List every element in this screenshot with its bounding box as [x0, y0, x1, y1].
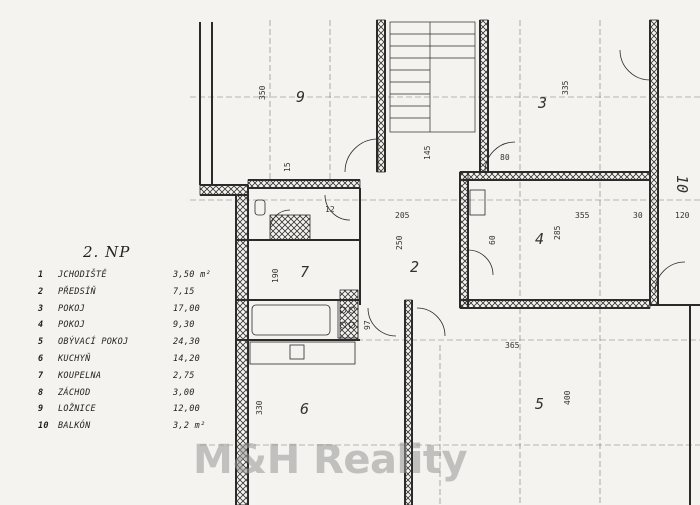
legend-area: 24,30	[173, 337, 201, 348]
dimension-label: 350	[258, 85, 267, 100]
legend-area: 14,20	[173, 354, 201, 364]
legend-num: 6	[38, 354, 44, 364]
dimension-label: 335	[561, 80, 570, 95]
legend-num: 4	[38, 320, 44, 331]
legend-name: KOUPELNA	[58, 370, 102, 381]
legend-name: POKOJ	[58, 303, 86, 314]
dimension-label: 12	[325, 205, 335, 214]
legend-row: 9 LOŽNICE 12,00	[38, 404, 228, 418]
legend-row: 2 PŘEDSÍŇ 7,15	[38, 287, 228, 301]
room-number-4: 4	[535, 230, 544, 248]
room-number-7: 7	[300, 263, 309, 281]
hatched-walls	[199, 19, 659, 505]
legend-row: 8 ZÁCHOD 3,00	[38, 388, 228, 402]
staircase	[389, 21, 476, 133]
dimension-label: 80	[500, 153, 510, 162]
dimension-label: 285	[553, 225, 562, 240]
fixtures	[249, 189, 486, 365]
legend-num: 9	[38, 404, 44, 415]
room-number-5: 5	[535, 395, 544, 413]
legend-title: 2. NP	[83, 243, 131, 261]
legend-name: KUCHYŇ	[58, 354, 91, 364]
legend-num: 3	[38, 303, 44, 314]
legend-name: BALKÓN	[58, 421, 91, 432]
legend-row: 5 OBÝVACÍ POKOJ 24,30	[38, 337, 228, 351]
dimension-label: 400	[563, 390, 572, 405]
dimension-label: 60	[488, 235, 497, 245]
legend-num: 5	[38, 337, 44, 348]
legend-row: 10 BALKÓN 3,2 m²	[38, 421, 228, 435]
legend-name: PŘEDSÍŇ	[58, 286, 96, 297]
legend-num: 8	[38, 387, 44, 398]
legend-name: ZÁCHOD	[58, 387, 91, 398]
dimension-label: 365	[505, 341, 520, 350]
dimension-label: 190	[271, 268, 280, 283]
legend-name: OBÝVACÍ POKOJ	[58, 337, 129, 348]
dimension-label: 97	[363, 320, 372, 330]
dimension-label: 250	[395, 235, 404, 250]
dimension-label: 145	[423, 145, 432, 160]
legend-area: 2,75	[173, 370, 195, 381]
dimension-label: 120	[675, 211, 690, 220]
legend-area: 7,15	[173, 286, 195, 297]
dimension-label: 355	[575, 211, 590, 220]
room-number-2: 2	[410, 258, 419, 276]
legend-name: LOŽNICE	[58, 404, 96, 415]
legend-area: 3,00	[173, 387, 195, 398]
legend-row: 3 POKOJ 17,00	[38, 304, 228, 318]
dimension-label: 205	[395, 211, 410, 220]
legend-name: JCHODIŠTĚ	[58, 270, 107, 280]
watermark: M&H Reality	[193, 437, 468, 483]
legend-area: 9,30	[173, 320, 195, 331]
door-swings	[269, 49, 686, 337]
dimension-label: 30	[633, 211, 643, 220]
legend-num: 10	[38, 421, 49, 432]
legend-name: POKOJ	[58, 320, 86, 331]
walls	[199, 20, 700, 505]
legend-row: 6 KUCHYŇ 14,20	[38, 354, 228, 368]
legend-num: 2	[38, 286, 44, 297]
legend-num: 7	[38, 370, 44, 381]
legend-area: 3,2 m²	[173, 421, 206, 432]
room-number-6: 6	[300, 400, 309, 418]
room-number-10: 10	[673, 175, 691, 193]
legend-area: 3,50 m²	[173, 270, 211, 280]
legend-area: 17,00	[173, 303, 201, 314]
room-number-9: 9	[296, 88, 305, 106]
dimension-labels: 350 335 205 250 355 285 190 365 400 330 …	[255, 80, 690, 415]
legend-row: 1 JCHODIŠTĚ 3,50 m²	[38, 270, 228, 284]
legend-row: 7 KOUPELNA 2,75	[38, 371, 228, 385]
legend-area: 12,00	[173, 404, 201, 415]
room-numbers: 9 3 10 2 4 7 6 5	[296, 88, 691, 418]
legend-num: 1	[38, 270, 44, 280]
room-number-3: 3	[537, 94, 547, 112]
dimension-label: 330	[255, 400, 264, 415]
dimension-label: 15	[283, 162, 292, 172]
legend-row: 4 POKOJ 9,30	[38, 320, 228, 334]
